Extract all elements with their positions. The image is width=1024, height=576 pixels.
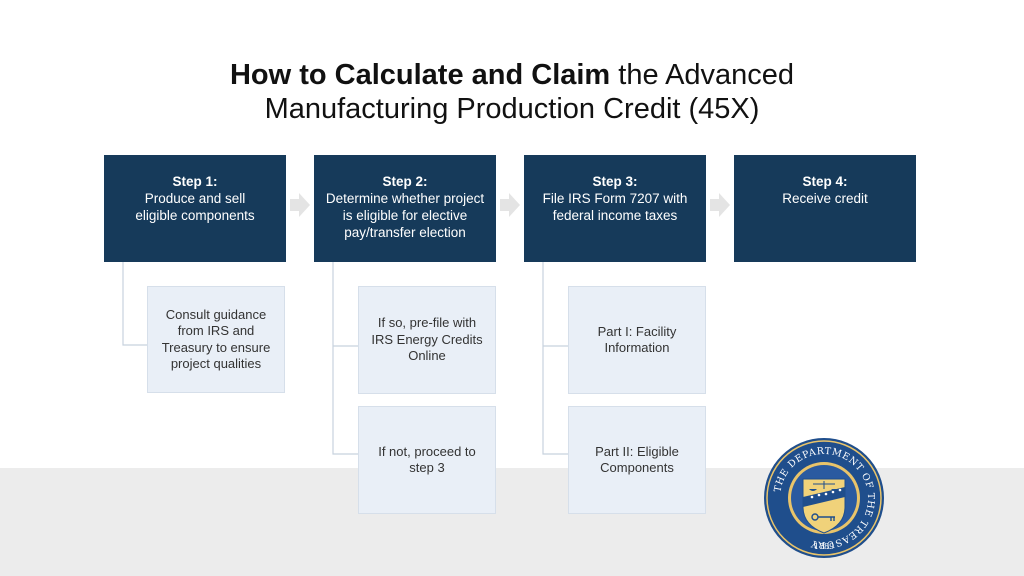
connector-step3 xyxy=(542,262,568,455)
step-3-box: Step 3: File IRS Form 7207 with federal … xyxy=(524,155,706,262)
arrow-right-icon xyxy=(710,193,730,217)
step-3-text: File IRS Form 7207 with federal income t… xyxy=(542,191,688,223)
connector-step2 xyxy=(332,262,358,455)
treasury-seal-icon: THE DEPARTMENT OF THE TREASURY 1789 xyxy=(764,438,884,558)
step-1-text: Produce and sell eligible components xyxy=(135,191,255,223)
substep-2-proceed-text: If not, proceed to step 3 xyxy=(378,443,476,476)
step-2-box: Step 2: Determine whether project is eli… xyxy=(314,155,496,262)
substep-2-prefile: If so, pre-file with IRS Energy Credits … xyxy=(358,286,496,394)
substep-2-proceed: If not, proceed to step 3 xyxy=(358,406,496,514)
step-4-label: Step 4: xyxy=(802,174,848,189)
step-2-text: Determine whether project is eligible fo… xyxy=(325,191,485,240)
arrow-right-icon xyxy=(290,193,310,217)
title-bold: How to Calculate and Claim xyxy=(229,59,611,91)
substep-1-guidance: Consult guidance from IRS and Treasury t… xyxy=(147,286,285,393)
connector-step1 xyxy=(122,262,147,346)
title-line1-rest: the Advanced xyxy=(610,59,795,91)
substep-3-part2-text: Part II: Eligible Components xyxy=(595,443,679,476)
substep-3-part1-text: Part I: Facility Information xyxy=(597,323,677,356)
step-4-text: Receive credit xyxy=(782,191,868,206)
step-2-label: Step 2: xyxy=(382,174,428,189)
step-1-box: Step 1: Produce and sell eligible compon… xyxy=(104,155,286,262)
substep-1-guidance-text: Consult guidance from IRS and Treasury t… xyxy=(161,306,271,372)
substep-2-prefile-text: If so, pre-file with IRS Energy Credits … xyxy=(371,315,483,364)
arrow-right-icon xyxy=(500,193,520,217)
step-1-label: Step 1: xyxy=(172,174,218,189)
title-line2: Manufacturing Production Credit (45X) xyxy=(264,93,760,125)
substep-3-part2: Part II: Eligible Components xyxy=(568,406,706,514)
page-title: How to Calculate and Claim the Advanced … xyxy=(0,58,1024,126)
substep-3-part1: Part I: Facility Information xyxy=(568,286,706,394)
step-4-box: Step 4: Receive credit xyxy=(734,155,916,262)
step-3-label: Step 3: xyxy=(592,174,638,189)
seal-year: 1789 xyxy=(814,542,834,551)
